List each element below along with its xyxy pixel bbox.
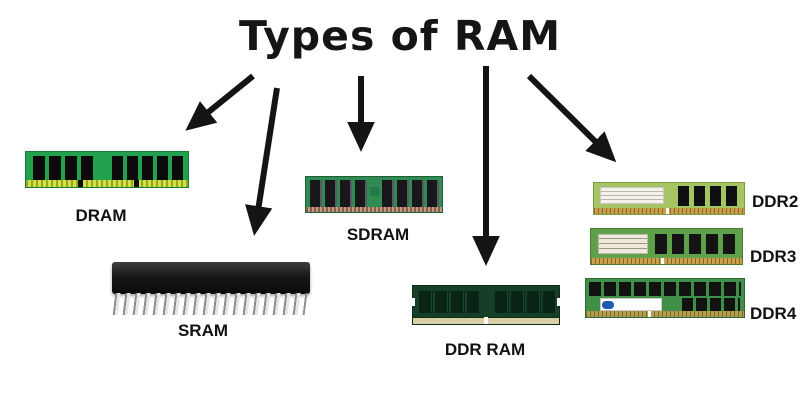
ddr-center-notch — [484, 317, 488, 324]
ddr3-module-image — [590, 228, 743, 265]
ddr-side-notch — [557, 298, 561, 306]
ddr-chips-left — [419, 291, 479, 313]
ddr4-sticker — [600, 298, 662, 311]
ddr4-center-notch — [648, 311, 651, 317]
ddr4-label: DDR4 — [750, 304, 797, 323]
sram-label: SRAM — [177, 321, 229, 340]
sdram-contacts — [306, 207, 442, 212]
ddr3-chips — [655, 234, 739, 254]
ddr4-module-image — [585, 278, 745, 318]
sram-chip-pins — [112, 293, 308, 315]
dram-notch — [78, 180, 83, 187]
arrow-to-dram — [185, 73, 255, 131]
ddr2-sticker — [600, 187, 664, 204]
ddr4-chips-bottom-row — [682, 298, 740, 311]
dram-label: DRAM — [75, 206, 127, 225]
ddr2-module-image — [593, 182, 745, 215]
dram-notch — [134, 180, 139, 187]
dram-gold-contacts — [26, 180, 188, 187]
sram-chip-body — [112, 262, 310, 294]
ddr3-label: DDR3 — [750, 247, 797, 266]
ddr3-sticker — [598, 234, 648, 254]
ddr2-center-notch — [666, 208, 669, 214]
dram-chips-left — [33, 156, 97, 180]
sdram-center-tab — [370, 187, 379, 196]
sdram-chips-left — [310, 180, 368, 207]
dram-chips-right — [112, 156, 184, 180]
ddr4-chips-top-row — [589, 282, 741, 296]
ddr4-gold-contacts — [586, 311, 744, 317]
ddr-ram-label: DDR RAM — [444, 340, 526, 359]
dram-module-image — [25, 151, 189, 188]
ddr-side-notch — [411, 298, 415, 306]
ddr3-gold-contacts — [591, 258, 742, 264]
sdram-module-image — [305, 176, 443, 213]
ddr2-gold-contacts — [594, 208, 744, 214]
page-title: Types of RAM — [238, 12, 562, 60]
sdram-chips-right — [382, 180, 440, 207]
ddr-ram-module-image — [411, 285, 561, 325]
arrow-to-sram — [245, 87, 280, 236]
ddr3-center-notch — [661, 258, 664, 264]
sram-chip-image — [112, 262, 310, 317]
ddr4-brand-logo — [602, 301, 614, 309]
ddr2-chips — [678, 186, 740, 206]
ddr2-label: DDR2 — [752, 192, 799, 211]
sdram-label: SDRAM — [346, 225, 410, 244]
ddr-chips-right — [495, 291, 555, 313]
arrow-to-ddr234 — [526, 73, 617, 163]
